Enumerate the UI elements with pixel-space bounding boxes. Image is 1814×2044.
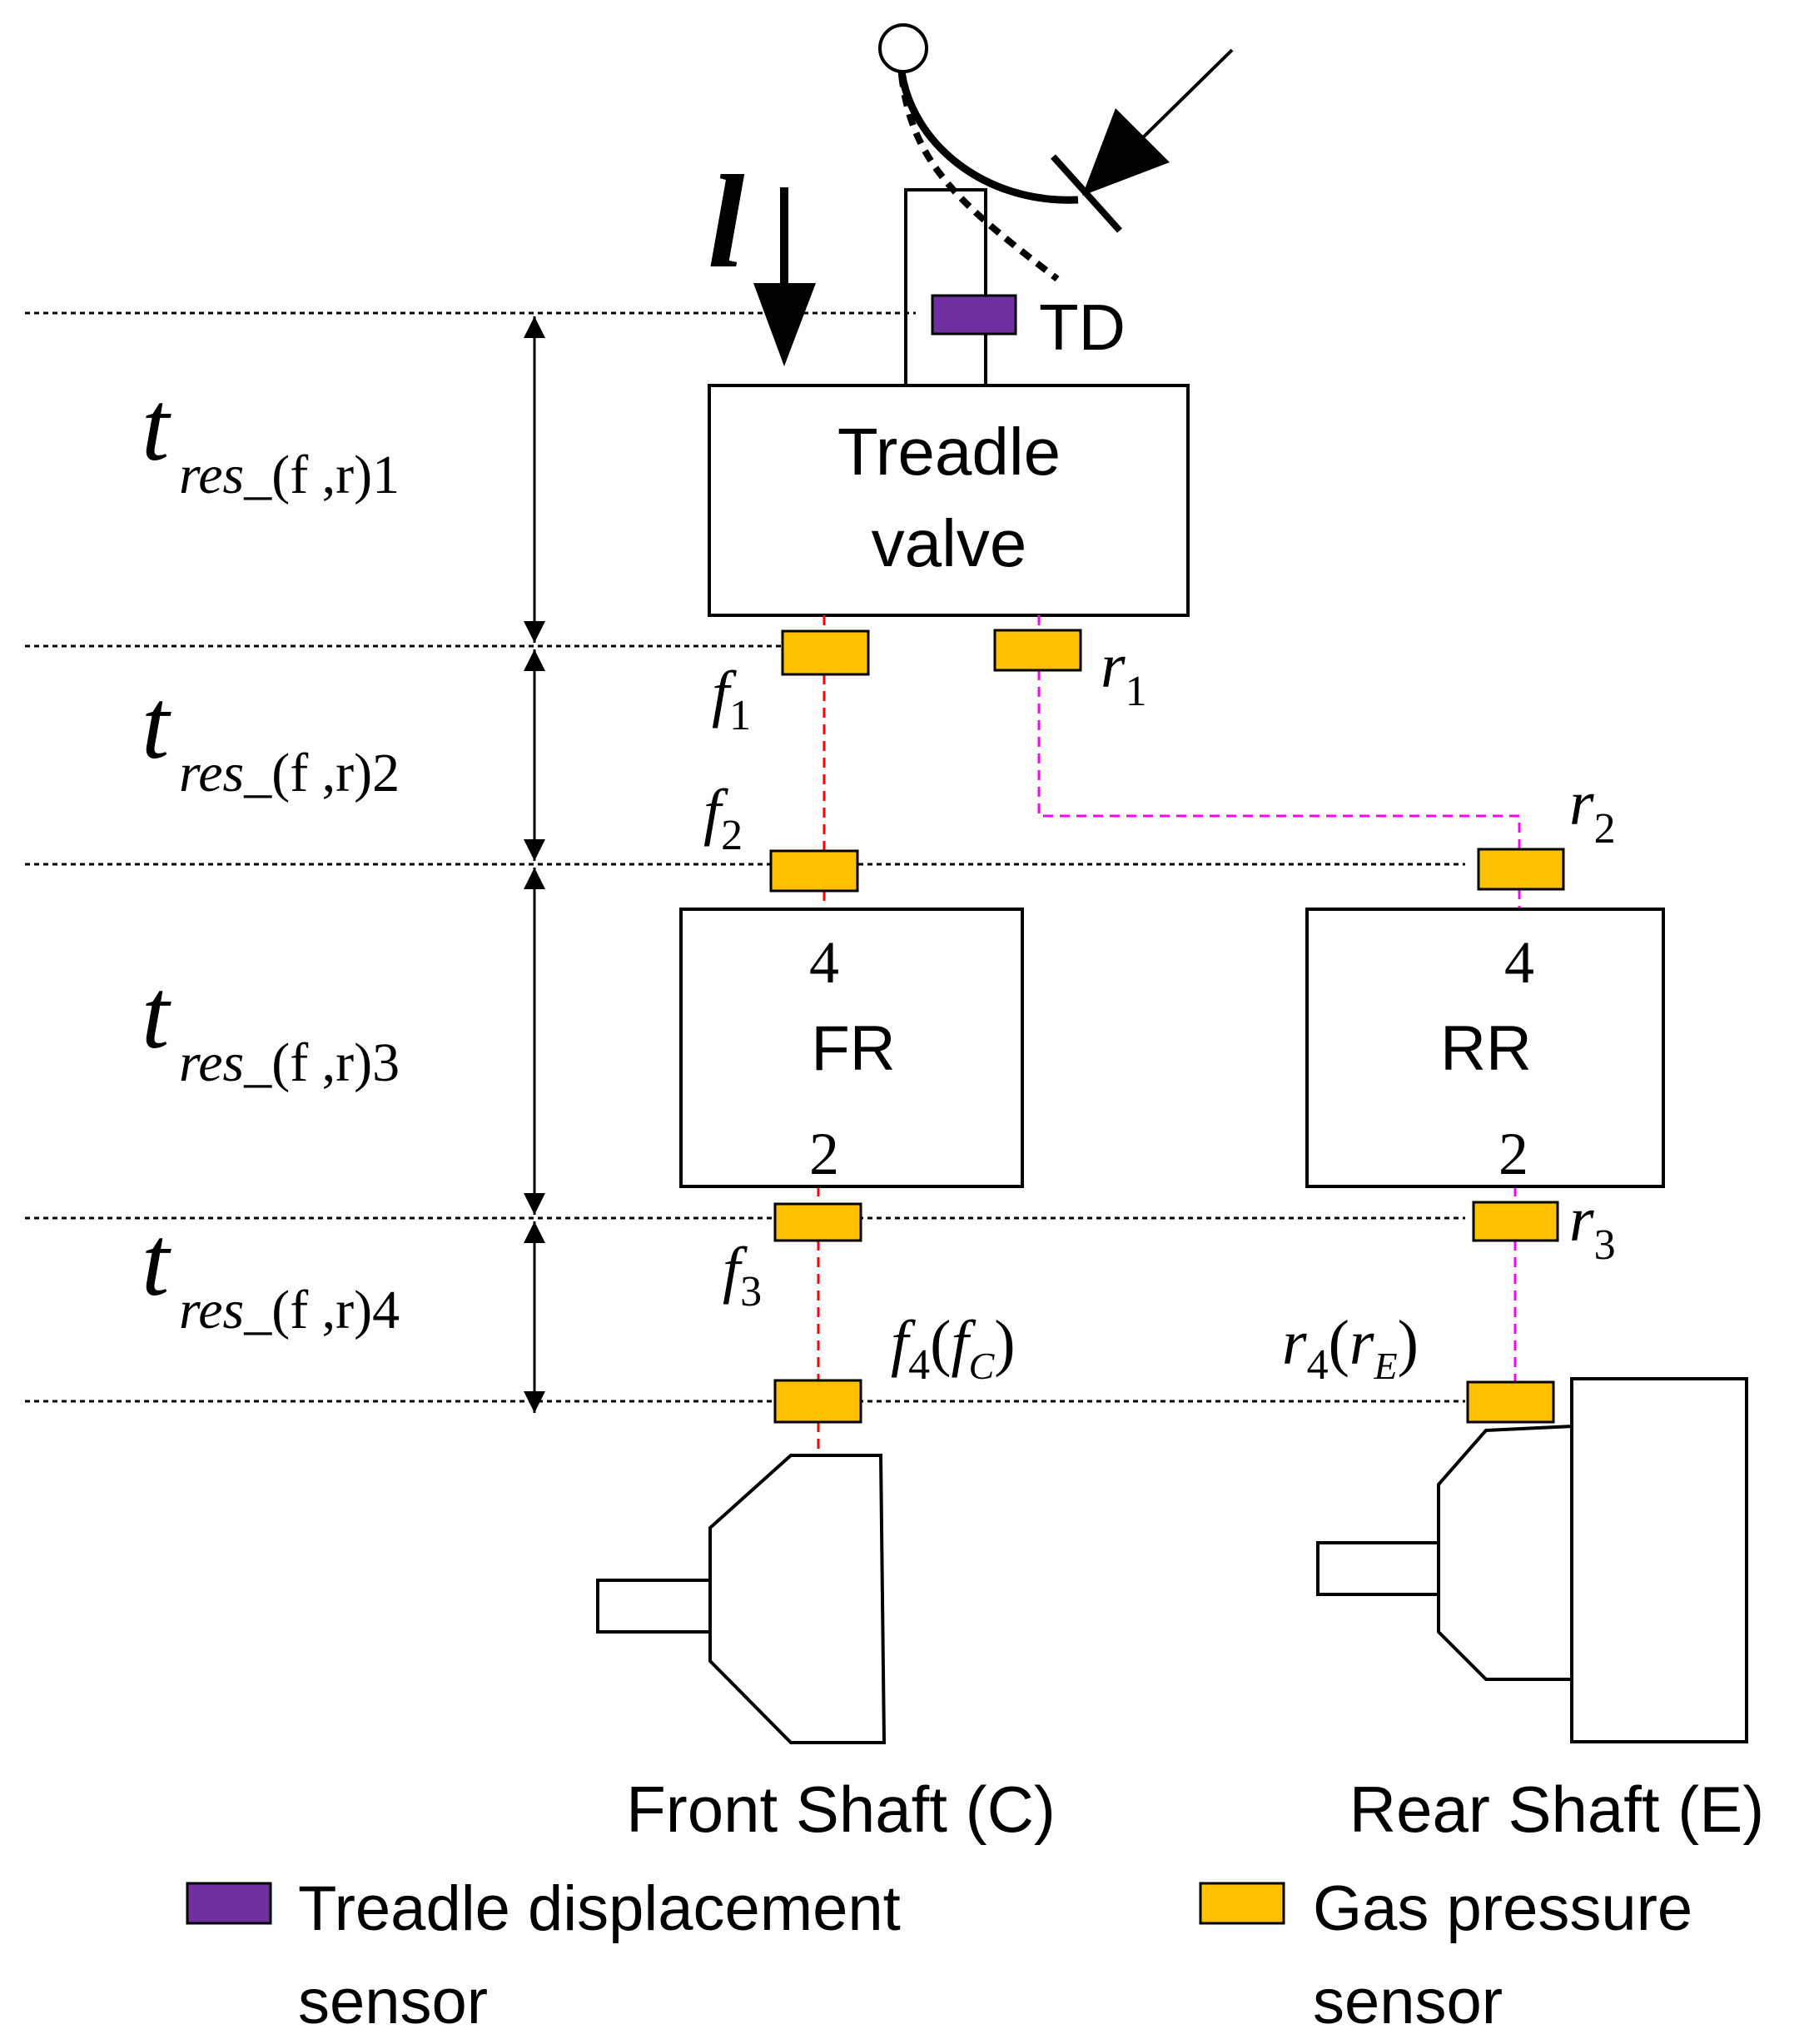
rr-label: RR <box>1440 1013 1532 1084</box>
pedal-force-line <box>1139 48 1234 142</box>
interval-label-1: t res_(f ,r)1 <box>142 371 400 505</box>
interval-label-3: t res_(f ,r)3 <box>142 958 400 1093</box>
rear-spring-chamber <box>1570 1377 1748 1743</box>
sensor-f4 <box>773 1379 862 1424</box>
front-chamber-body <box>708 1454 887 1744</box>
front-brake-chamber <box>596 1454 887 1744</box>
rear-push-rod <box>1316 1541 1440 1596</box>
force-arrowhead <box>753 283 816 366</box>
rear-brake-chamber <box>1316 1377 1748 1743</box>
legend-treadle-swatch <box>186 1882 272 1925</box>
force-label: l <box>708 147 745 296</box>
rr-valve-box <box>1305 908 1665 1188</box>
interval-sub: res_(f ,r)2 <box>179 743 400 803</box>
front-push-rod <box>596 1579 712 1634</box>
interval-label-2: t res_(f ,r)2 <box>142 669 400 803</box>
pedal-arm-displaced <box>898 74 1060 282</box>
legend: Treadle displacement sensor Gas pressure… <box>186 1873 1692 2037</box>
interval-sub: res_(f ,r)1 <box>179 445 400 505</box>
label-r1: r1 <box>1101 631 1147 715</box>
label-r2: r2 <box>1569 768 1616 853</box>
label-f4: f4(fC) <box>891 1308 1016 1389</box>
front-shaft-caption: Front Shaft (C) <box>626 1773 1056 1846</box>
sensor-r3 <box>1472 1201 1559 1242</box>
sensor-r2 <box>1477 848 1565 891</box>
rear-chamber-body <box>1437 1424 1575 1681</box>
legend-treadle-label-1: Treadle displacement <box>298 1873 901 1944</box>
label-f3: f3 <box>723 1235 762 1315</box>
label-f1: f1 <box>712 659 751 739</box>
gas-pressure-sensors <box>769 629 1565 1424</box>
treadle-displacement-sensor <box>931 294 1017 336</box>
interval-t: t <box>142 1206 171 1316</box>
rr-port-2: 2 <box>1498 1121 1528 1187</box>
legend-treadle-label-2: sensor <box>298 1967 488 2037</box>
interval-sub: res_(f ,r)4 <box>179 1280 400 1340</box>
front-circuit-line <box>817 615 826 1455</box>
treadle-valve-label-1: Treadle <box>837 415 1061 489</box>
rear-circuit-line <box>1037 615 1521 1382</box>
interval-sub: res_(f ,r)3 <box>179 1032 400 1093</box>
rear-shaft-caption: Rear Shaft (E) <box>1349 1773 1765 1846</box>
interval-label-4: t res_(f ,r)4 <box>142 1206 400 1340</box>
legend-gas-swatch <box>1199 1882 1285 1925</box>
sensor-f1 <box>781 629 870 676</box>
force-indicator: l <box>708 147 816 366</box>
sensor-r4 <box>1466 1380 1555 1424</box>
fr-port-4: 4 <box>809 929 839 996</box>
label-f2: f2 <box>703 777 743 859</box>
sensor-labels: f1 r1 f2 r2 f3 r3 f4(fC) r4(rE) <box>703 631 1616 1389</box>
pedal-mechanism <box>878 23 1234 387</box>
label-r4: r4(rE) <box>1282 1308 1419 1389</box>
fr-port-2: 2 <box>809 1121 839 1187</box>
pedal-arm <box>897 71 1079 204</box>
rr-port-4: 4 <box>1504 929 1534 996</box>
sensor-r1 <box>993 629 1082 672</box>
sensor-f3 <box>773 1202 862 1242</box>
interval-t: t <box>142 958 171 1069</box>
fr-valve-box <box>679 908 1024 1188</box>
interval-t: t <box>142 669 171 779</box>
sensor-f2 <box>769 849 859 893</box>
treadle-valve-label-2: valve <box>872 506 1027 580</box>
legend-gas-label-2: sensor <box>1313 1967 1503 2037</box>
label-r3: r3 <box>1569 1185 1616 1269</box>
plunger-housing <box>904 188 987 387</box>
legend-gas-label-1: Gas pressure <box>1313 1873 1692 1944</box>
treadle-valve-box <box>708 384 1190 617</box>
interval-t: t <box>142 371 171 481</box>
td-label: TD <box>1039 291 1126 364</box>
pedal-pivot <box>878 23 928 73</box>
fr-label: FR <box>811 1013 895 1084</box>
pedal-force-arrowhead <box>1082 108 1170 196</box>
